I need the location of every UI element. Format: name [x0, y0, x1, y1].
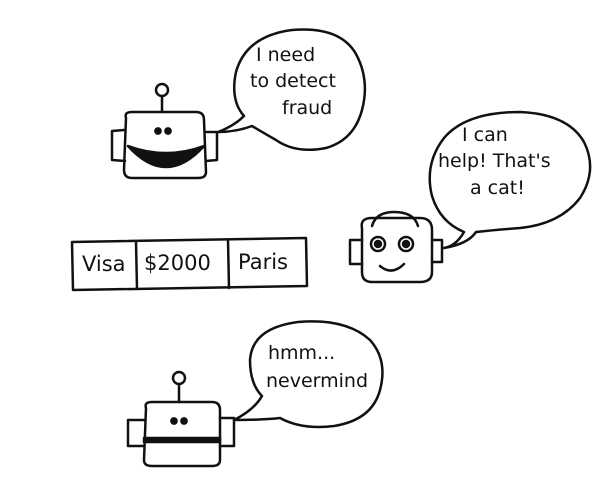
- robot-middle-icon: [348, 210, 444, 284]
- bubble-bottom-text-line2: nevermind: [266, 370, 369, 392]
- robot-bottom-icon: [126, 370, 236, 468]
- speech-bubble-top: [216, 28, 367, 151]
- bubble-middle-text-line2: help! That's: [438, 150, 551, 172]
- bubble-top-text-line1: I need: [256, 44, 316, 66]
- speech-bubble-middle: [428, 110, 592, 250]
- speech-bubble-bottom: [232, 320, 384, 429]
- bubble-top-text-line3: fraud: [282, 97, 333, 119]
- transaction-table: [70, 236, 309, 292]
- table-cell-amount: $2000: [144, 251, 211, 275]
- bubble-middle-text-line3: a cat!: [470, 177, 525, 199]
- bubble-middle-text-line1: I can: [462, 124, 508, 146]
- table-cell-location: Paris: [238, 250, 288, 274]
- table-cell-card-type: Visa: [82, 252, 126, 276]
- bubble-top-text-line2: to detect: [250, 70, 336, 92]
- robot-top-icon: [110, 82, 219, 180]
- bubble-bottom-text-line1: hmm...: [268, 342, 336, 364]
